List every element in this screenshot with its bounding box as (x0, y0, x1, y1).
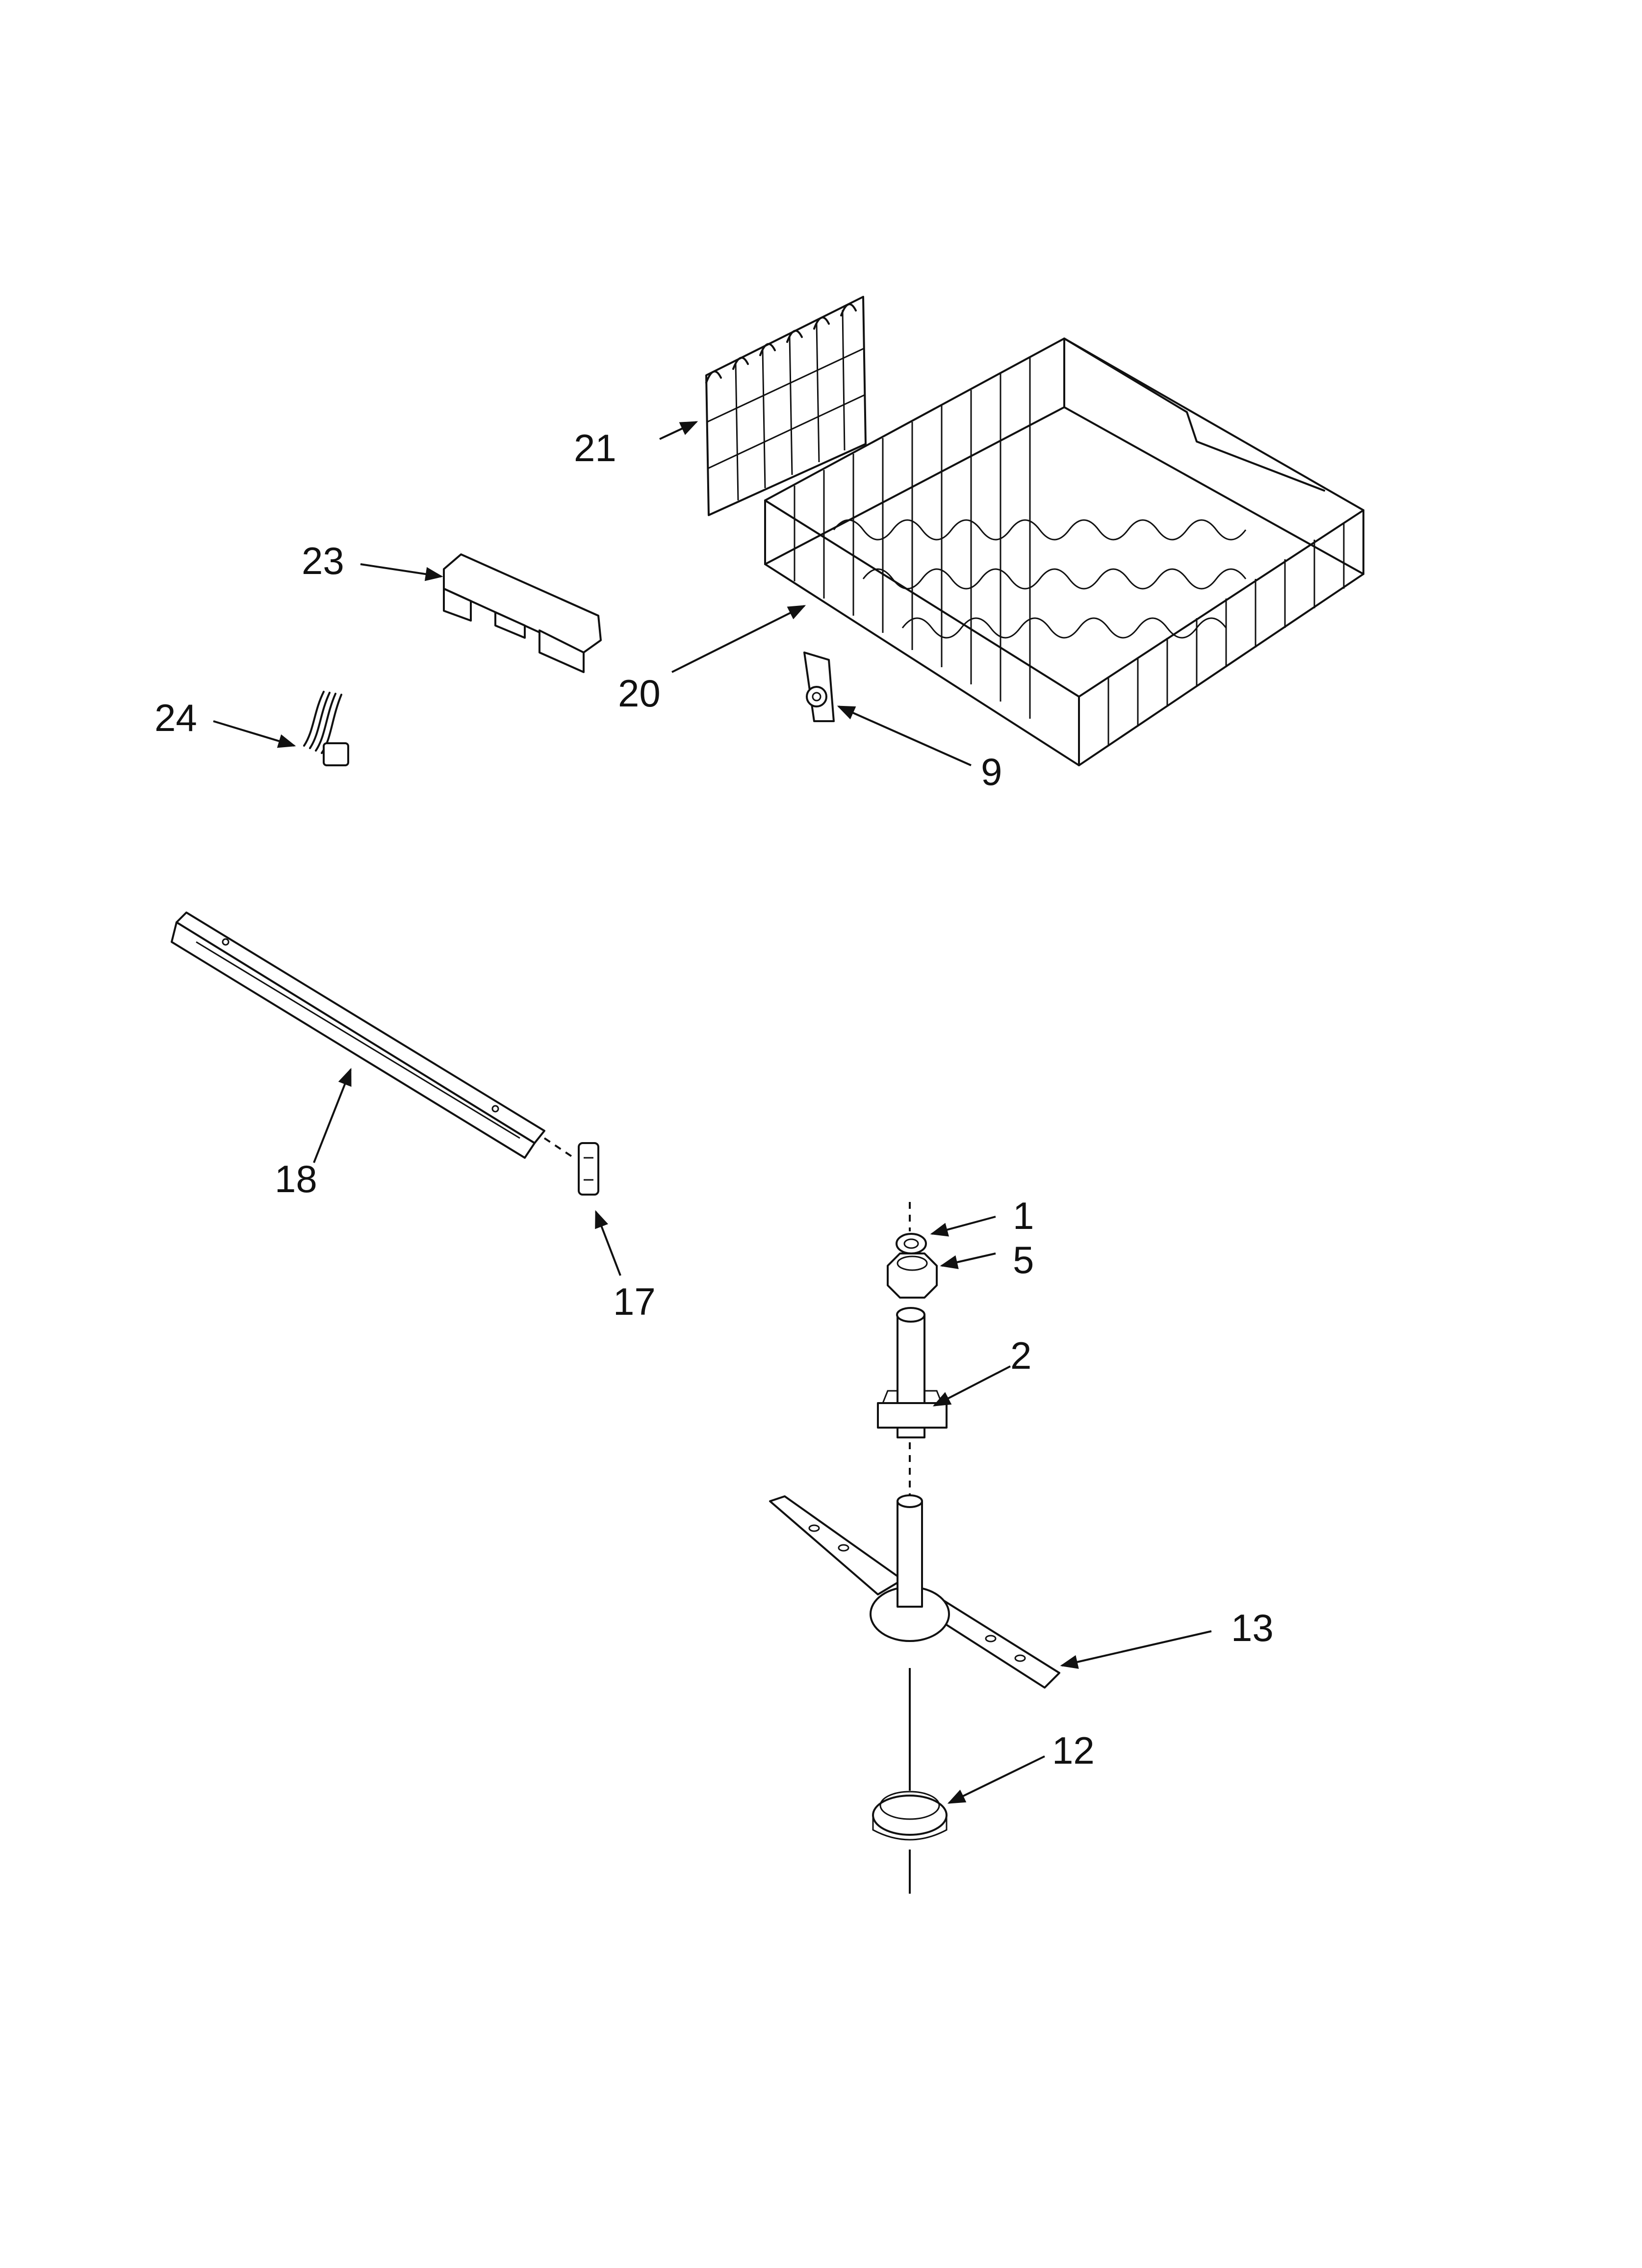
callout-2: 2 (1010, 1334, 1031, 1377)
part-12-ring-nut (872, 1791, 948, 1841)
callout-13: 13 (1231, 1606, 1274, 1649)
callout-5: 5 (1013, 1238, 1034, 1281)
part-2-manifold (877, 1307, 948, 1438)
callout-21: 21 (574, 426, 616, 469)
callout-18: 18 (275, 1157, 317, 1200)
part-13-spray-arm (769, 1494, 1060, 1689)
part-24-wire-harness (303, 691, 349, 766)
callout-1: 1 (1013, 1194, 1034, 1237)
part-18-rack-rail (171, 912, 545, 1159)
part-17-rail-stop (543, 1137, 599, 1196)
part-20-upper-dishrack (764, 338, 1364, 766)
leader-lines (213, 421, 1212, 1804)
part-9-rack-roller (803, 652, 835, 722)
callout-17: 17 (613, 1280, 656, 1323)
callout-20: 20 (618, 672, 661, 715)
callout-24: 24 (154, 696, 197, 739)
part-21-cup-shelf (705, 296, 867, 516)
part-23-rack-stop (443, 553, 602, 673)
callout-12: 12 (1052, 1729, 1095, 1772)
callout-9: 9 (981, 750, 1002, 793)
part-1-washer (896, 1233, 927, 1254)
part-5-nut (887, 1252, 938, 1299)
callout-23: 23 (302, 539, 344, 582)
